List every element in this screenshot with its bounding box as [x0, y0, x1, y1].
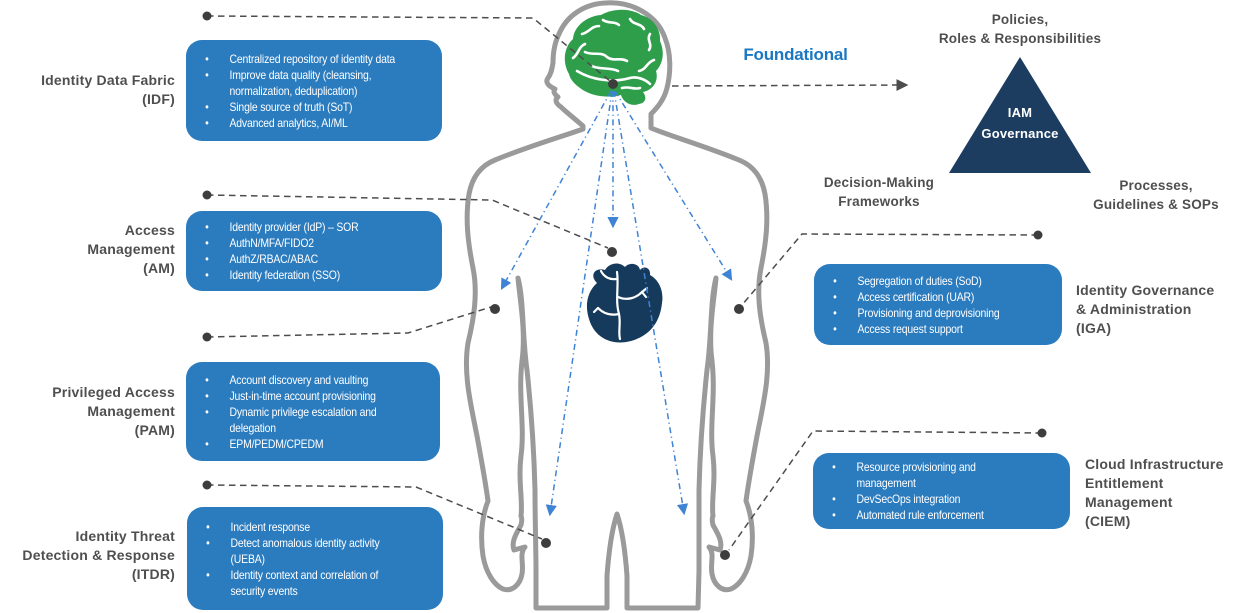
processes-sops-label: Processes, Guidelines & SOPs — [1093, 178, 1219, 212]
governance-triangle — [949, 57, 1091, 173]
anchor-dot — [202, 480, 212, 490]
brain-icon — [564, 9, 663, 105]
iga-panel: Segregation of duties (SoD)Access certif… — [814, 264, 1062, 345]
bullet-item: Provisioning and deprovisioning — [833, 305, 1030, 321]
bullet-item: Improve data quality (cleansing, normali… — [205, 67, 409, 99]
neural-arrow — [613, 90, 689, 516]
anchor-dot — [607, 247, 617, 257]
am-panel: Identity provider (IdP) – SORAuthN/MFA/F… — [186, 211, 442, 291]
bullet-item: Just-in-time account provisioning — [205, 388, 407, 404]
bullet-item: Account discovery and vaulting — [205, 372, 407, 388]
anchor-dot — [541, 538, 551, 548]
foundational-label: Foundational — [743, 45, 848, 64]
itdr-label: Identity Threat Detection & Response (IT… — [22, 528, 175, 582]
anchor-dot — [202, 190, 212, 200]
itdr-bullet-list: Incident responseDetect anomalous identi… — [187, 519, 410, 599]
pam-bullet-list: Account discovery and vaultingJust-in-ti… — [186, 372, 407, 452]
pam-label: Privileged Access Management (PAM) — [52, 384, 175, 438]
iga-label: Identity Governance & Administration (IG… — [1076, 282, 1215, 336]
itdr-panel: Incident responseDetect anomalous identi… — [187, 507, 443, 610]
connector-line — [206, 306, 492, 338]
iam-governance-label: IAM Governance — [981, 105, 1059, 141]
bullet-item: DevSecOps integration — [832, 491, 998, 507]
anchor-dot — [202, 332, 212, 342]
anchor-dot — [202, 11, 212, 21]
bullet-item: Access certification (UAR) — [833, 289, 1030, 305]
anchor-dot — [1033, 230, 1043, 240]
anchor-dot — [1037, 428, 1047, 438]
bullet-item: Identity provider (IdP) – SOR — [205, 219, 409, 235]
idf-panel: Centralized repository of identity dataI… — [186, 40, 442, 141]
bullet-item: Automated rule enforcement — [832, 507, 998, 523]
ciem-label: Cloud Infrastructure Entitlement Managem… — [1085, 456, 1224, 529]
anchor-dot — [490, 304, 500, 314]
am-bullet-list: Identity provider (IdP) – SORAuthN/MFA/F… — [186, 219, 409, 283]
decision-frameworks-label: Decision-Making Frameworks — [823, 175, 935, 209]
neural-arrows — [500, 90, 733, 517]
connector-line — [206, 484, 543, 540]
neural-arrow — [500, 90, 612, 290]
bullet-item: Identity context and correlation of secu… — [206, 567, 410, 599]
bullet-item: AuthZ/RBAC/ABAC — [205, 251, 409, 267]
bullet-item: Identity federation (SSO) — [205, 267, 409, 283]
anchor-dot — [720, 550, 730, 560]
bullet-item: EPM/PEDM/CPEDM — [205, 436, 407, 452]
anchor-dot — [608, 79, 618, 89]
bullet-item: Incident response — [206, 519, 410, 535]
bullet-item: AuthN/MFA/FIDO2 — [205, 235, 409, 251]
heart-icon — [586, 263, 663, 343]
iga-bullet-list: Segregation of duties (SoD)Access certif… — [814, 273, 1030, 337]
policies-roles-label: Policies, Roles & Responsibilities — [938, 12, 1102, 46]
bullet-item: Advanced analytics, AI/ML — [205, 115, 409, 131]
connector-line — [206, 194, 609, 249]
ciem-panel: Resource provisioning and managementDevS… — [813, 453, 1070, 529]
bullet-item: Resource provisioning and management — [832, 459, 998, 491]
body-outline — [463, 0, 771, 611]
bullet-item: Detect anomalous identity activity (UEBA… — [206, 535, 410, 567]
idf-label: Identity Data Fabric (IDF) — [41, 72, 175, 107]
anchor-dot — [734, 304, 744, 314]
ciem-bullet-list: Resource provisioning and managementDevS… — [813, 459, 997, 523]
neural-arrow — [545, 90, 613, 517]
bullet-item: Segregation of duties (SoD) — [833, 273, 1030, 289]
neural-arrow — [614, 90, 733, 281]
foundational-arrow — [671, 79, 909, 92]
connector-line — [741, 233, 1039, 306]
anchor-dots — [202, 11, 1047, 560]
bullet-item: Access request support — [833, 321, 1030, 337]
bullet-item: Centralized repository of identity data — [205, 51, 409, 67]
pam-panel: Account discovery and vaultingJust-in-ti… — [186, 362, 440, 461]
connector-lines — [206, 15, 1043, 551]
bullet-item: Dynamic privilege escalation and delegat… — [205, 404, 407, 436]
idf-bullet-list: Centralized repository of identity dataI… — [186, 51, 409, 131]
am-label: Access Management (AM) — [87, 222, 175, 276]
bullet-item: Single source of truth (SoT) — [205, 99, 409, 115]
